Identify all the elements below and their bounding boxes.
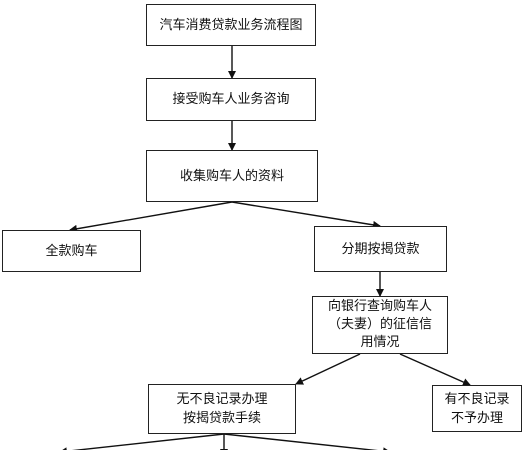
node-installment: 分期按揭贷款 xyxy=(314,226,447,272)
arrow-credit-check-to-no-bad-record xyxy=(295,353,361,385)
arrow-branch-right xyxy=(223,433,391,450)
node-no-bad-record: 无不良记录办理 按揭贷款手续 xyxy=(148,384,296,434)
node-credit-check: 向银行查询购车人 （夫妻）的征信信 用情况 xyxy=(312,296,448,354)
node-title: 汽车消费贷款业务流程图 xyxy=(146,4,316,46)
node-collect: 收集购车人的资料 xyxy=(146,150,318,202)
node-no-bad-record-label: 无不良记录办理 按揭贷款手续 xyxy=(176,392,268,426)
node-full-payment-label: 全款购车 xyxy=(45,243,98,259)
node-has-bad-record-label: 有不良记录 不予办理 xyxy=(444,391,510,426)
arrow-collect-to-full-payment xyxy=(69,201,233,233)
arrow-branch-left xyxy=(59,433,225,450)
node-title-label: 汽车消费贷款业务流程图 xyxy=(159,17,303,33)
arrow-credit-check-to-has-bad-record xyxy=(399,353,471,386)
node-full-payment: 全款购车 xyxy=(2,230,141,272)
node-has-bad-record: 有不良记录 不予办理 xyxy=(432,385,522,432)
node-consult: 接受购车人业务咨询 xyxy=(146,78,316,121)
node-collect-label: 收集购车人的资料 xyxy=(179,168,284,184)
node-installment-label: 分期按揭贷款 xyxy=(341,241,420,257)
node-credit-check-label: 向银行查询购车人 （夫妻）的征信信 用情况 xyxy=(327,299,432,350)
node-consult-label: 接受购车人业务咨询 xyxy=(172,92,290,107)
arrow-collect-to-installment xyxy=(231,201,381,229)
